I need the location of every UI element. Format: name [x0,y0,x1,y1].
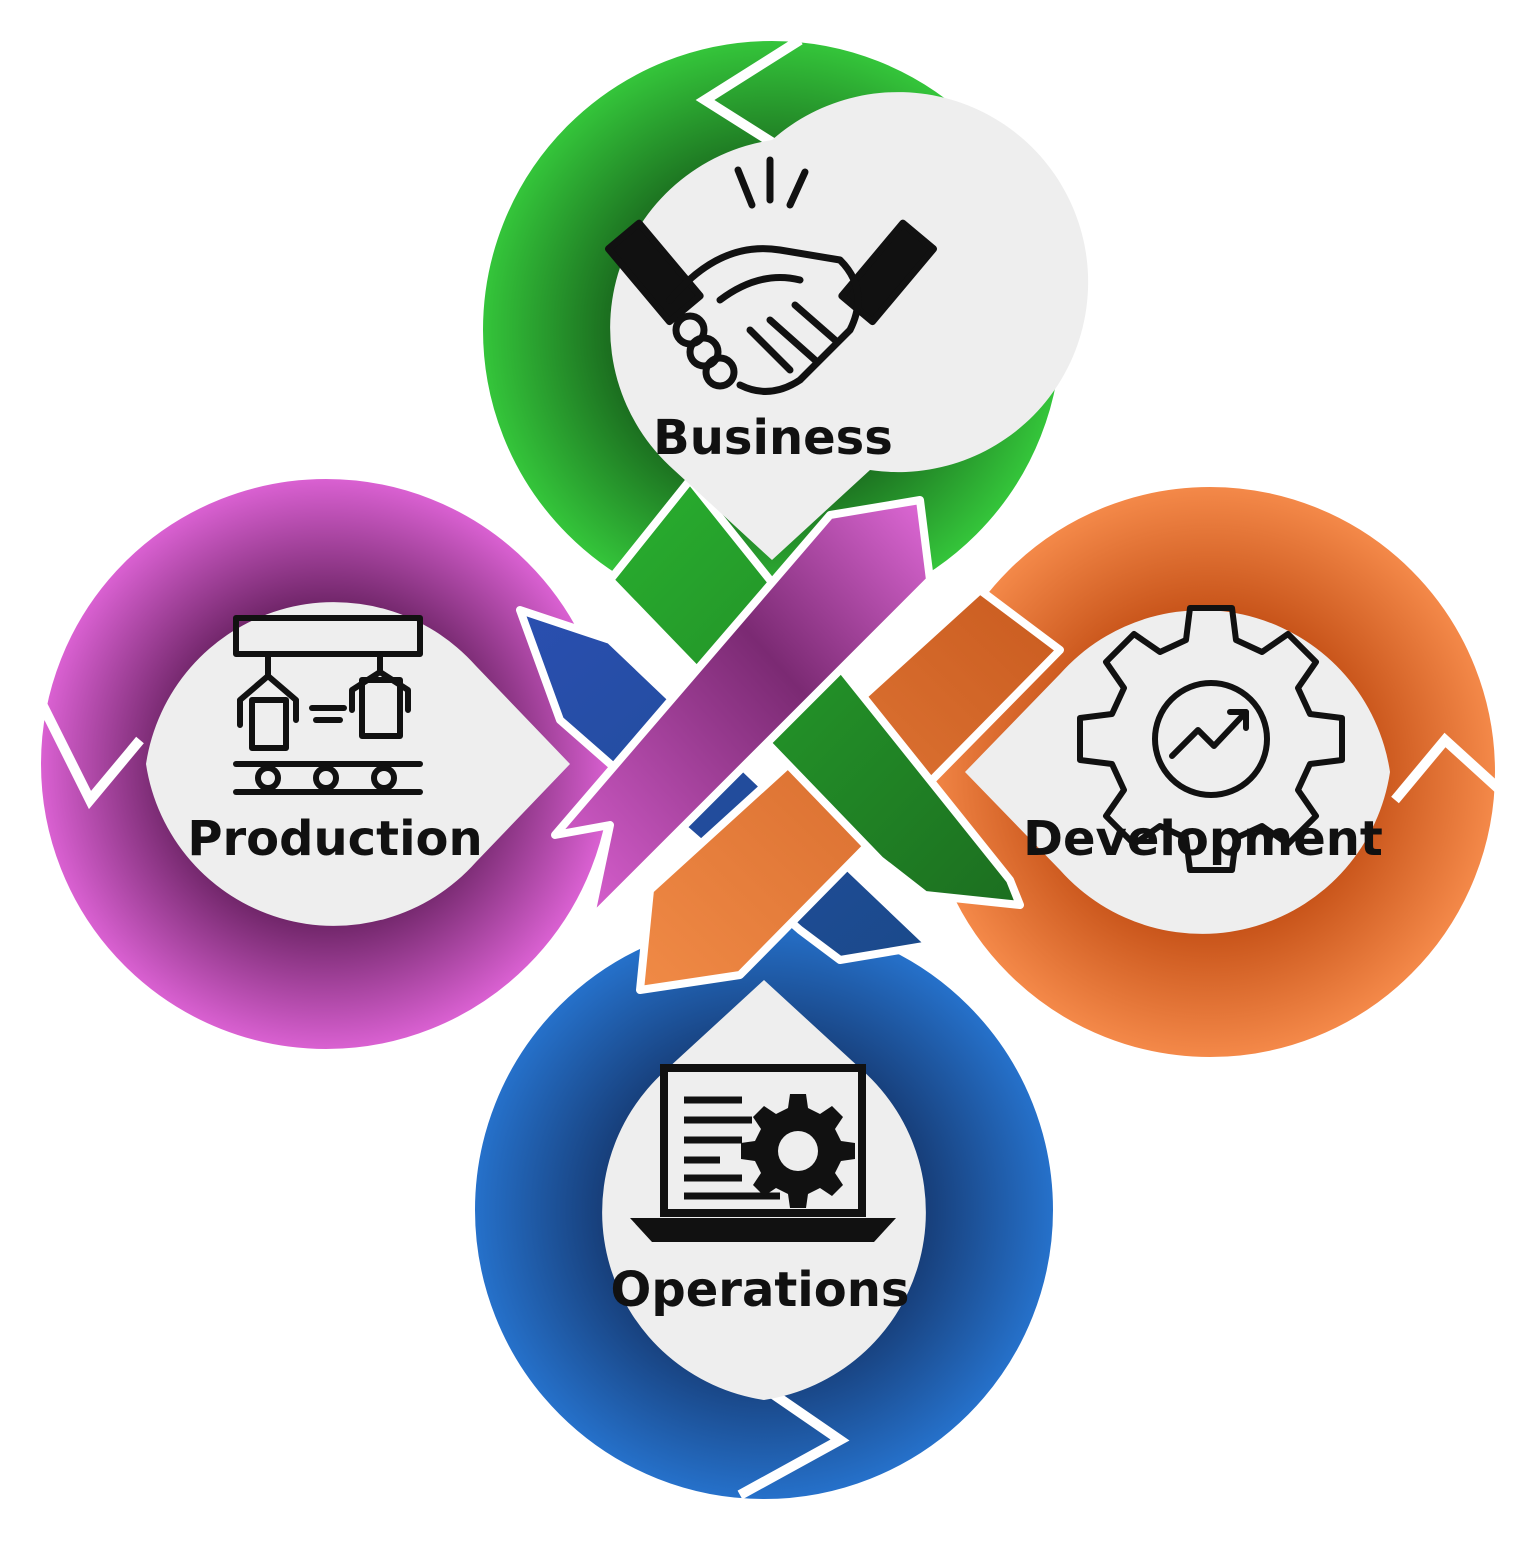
business-label: Business [653,410,893,466]
development-circle [965,610,1390,934]
production-notch [35,697,144,810]
laptop-gear-icon [630,1064,896,1242]
handshake-icon [604,156,938,395]
production-label: Production [187,811,483,867]
development-label: Development [1023,811,1383,867]
operations-label: Operations [610,1262,910,1318]
development-notch [1391,732,1504,804]
business-notch [695,35,803,165]
crossing-arms [516,476,1064,994]
production-line-icon [233,615,423,795]
operations-notch [737,1380,850,1500]
ring-notches [35,35,1504,1500]
gear-growth-icon [1077,605,1345,873]
production-arm [551,496,934,924]
